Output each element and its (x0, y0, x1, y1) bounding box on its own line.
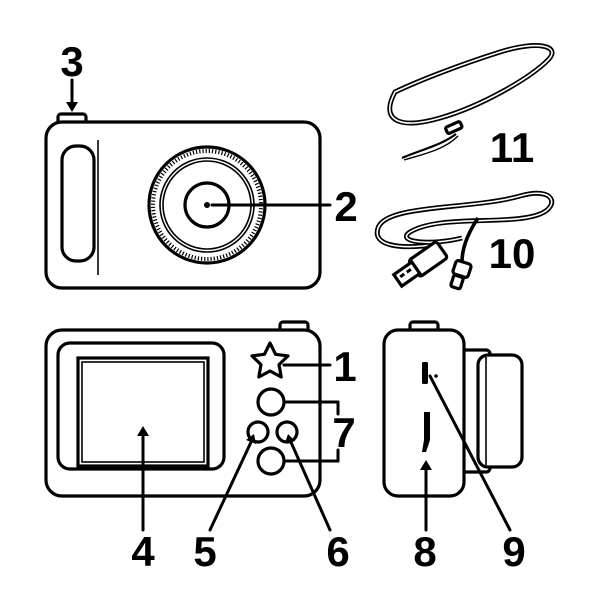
port-led (434, 374, 438, 378)
side-lens-barrel (476, 353, 524, 469)
callout-2: 2 (334, 183, 357, 230)
usb-plug-icon (391, 240, 449, 289)
leader-lines (66, 78, 512, 532)
camera-front-view (44, 112, 322, 290)
usb-port (422, 362, 428, 384)
callout-7: 7 (332, 409, 355, 456)
callout-3: 3 (60, 38, 83, 85)
lens-pointer-dot (204, 202, 210, 208)
callout-4: 4 (131, 528, 155, 575)
callout-6: 6 (326, 528, 349, 575)
callout-9: 9 (502, 528, 525, 575)
callout-8: 8 (413, 528, 436, 575)
card-slot (422, 412, 430, 452)
camera-back-view (44, 320, 322, 498)
up-button (256, 387, 286, 417)
star-icon (250, 341, 290, 379)
callout-11: 11 (490, 124, 534, 171)
callout-numbers: 3 2 1 7 4 5 6 8 9 10 11 (60, 38, 535, 575)
lanyard (387, 43, 555, 161)
down-button (256, 446, 286, 476)
lanyard-clip (444, 120, 464, 135)
usb-cable (374, 190, 554, 291)
callout-10: 10 (489, 230, 536, 277)
camera-side-view (382, 320, 524, 498)
camera-grip (60, 144, 96, 263)
callout-5: 5 (193, 528, 216, 575)
micro-usb-tip (449, 273, 465, 291)
callout-1: 1 (333, 343, 356, 390)
